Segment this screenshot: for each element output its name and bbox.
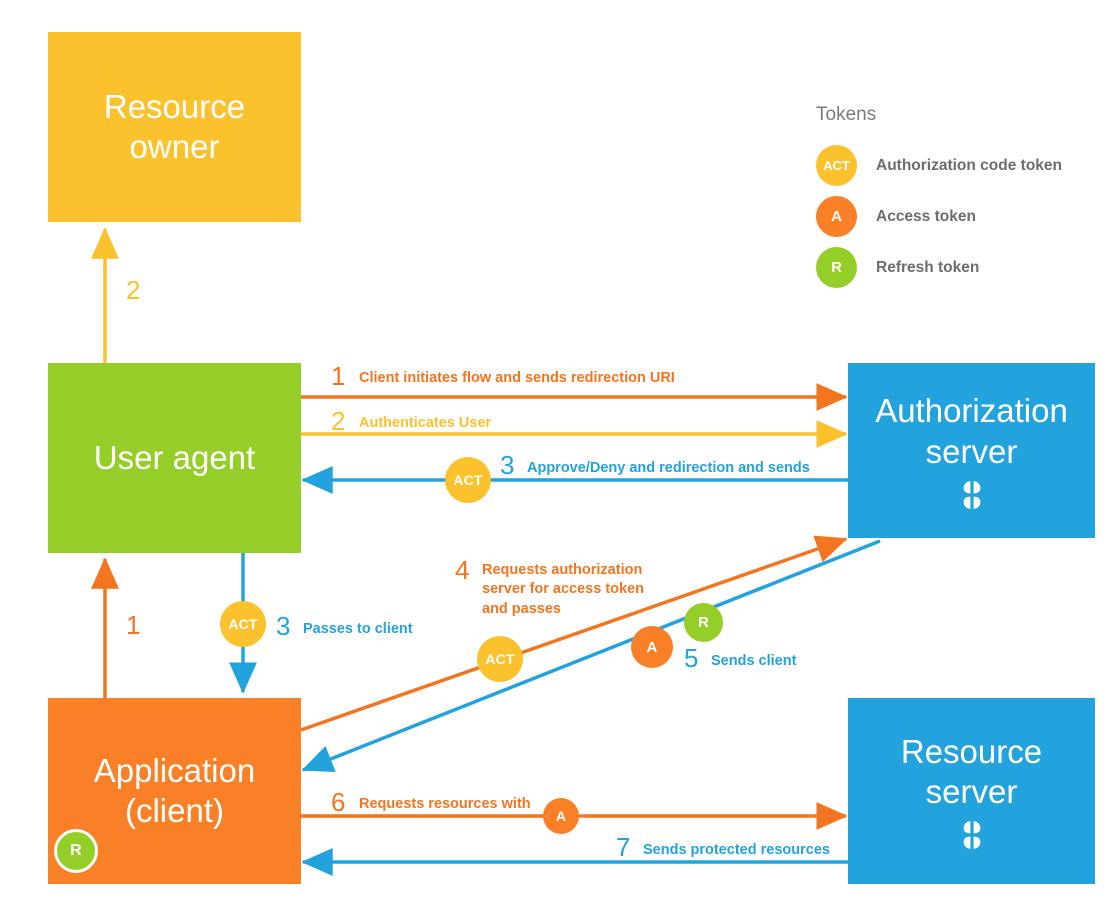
token-badge-label: R [697,614,710,631]
node-resource-owner[interactable]: Resource owner [48,32,301,222]
server-cluster-icon [963,480,980,509]
token-badge-label: ACT [228,616,258,632]
node-authorization-server[interactable]: Authorization server [848,363,1095,538]
legend-tokens: Tokens ACT Authorization code token A Ac… [816,104,1106,293]
legend-label-r: Refresh token [876,258,980,276]
legend-swatch-label: ACT [823,158,850,173]
flow-number-4: 4 [455,555,470,585]
node-application-client[interactable]: Application (client) [48,698,301,884]
legend-swatch-a: A [816,196,857,237]
flow-number-5: 5 [684,643,699,673]
flow-number-side-2: 2 [126,275,141,305]
flow-number-side-1: 1 [126,610,141,640]
arrow-step-5 [301,539,881,773]
token-badge-act-step-3b: ACT [220,601,266,647]
legend-swatch-r: R [816,247,857,288]
legend-label-a: Access token [876,207,976,225]
token-badge-refresh-on-application: R [54,829,98,873]
flow-number-1: 1 [331,361,346,391]
flow-number-6: 6 [331,787,346,817]
flow-text-2: Authenticates User [359,415,492,431]
token-badge-label: R [70,842,82,859]
token-badge-access-step-5: A [631,626,673,668]
flow-number-7: 7 [616,832,631,862]
flow-text-6: Requests resources with [359,796,531,812]
flow-text-7: Sends protected resources [643,842,830,858]
legend-label-act: Authorization code token [876,156,1062,174]
server-cluster-icon [963,821,980,850]
token-badge-label: ACT [453,472,483,488]
legend-title: Tokens [816,104,877,125]
token-badge-access-step-6: A [543,798,579,834]
flow-text-1: Client initiates flow and sends redirect… [359,370,675,386]
flow-text-3: Approve/Deny and redirection and sends [527,460,810,476]
node-resource-server[interactable]: Resource server [848,698,1095,884]
flow-text-3b: Passes to client [303,621,413,637]
token-badge-label: A [555,808,567,824]
token-badge-refresh-step-5: R [684,603,723,642]
node-authorization-server-label: Authorization server [875,392,1068,470]
legend-item-authorization-code-token: ACT Authorization code token [816,140,1106,191]
legend-swatch-label: A [831,208,842,225]
flow-number-3: 3 [500,450,515,480]
flow-text-4: Requests authorization server for access… [482,562,645,617]
flow-number-2: 2 [331,406,346,436]
legend-item-access-token: A Access token [816,191,1106,242]
legend-item-refresh-token: R Refresh token [816,242,1106,293]
token-badge-label: A [646,638,658,656]
flow-number-3b: 3 [276,611,291,641]
arrow-step-4 [300,535,848,732]
flow-text-5: Sends client [711,653,797,669]
token-badge-act-step-4: ACT [477,636,523,682]
node-user-agent-label: User agent [93,438,256,476]
legend-swatch-label: R [831,259,842,276]
legend-swatch-act: ACT [816,145,857,186]
node-application-label: Application (client) [93,751,256,829]
token-badge-label: ACT [485,651,515,667]
node-resource-owner-label: Resource owner [103,87,246,165]
token-badge-act-step-3: ACT [445,457,491,503]
node-resource-server-label: Resource server [900,732,1043,810]
node-user-agent[interactable]: User agent [48,363,301,553]
